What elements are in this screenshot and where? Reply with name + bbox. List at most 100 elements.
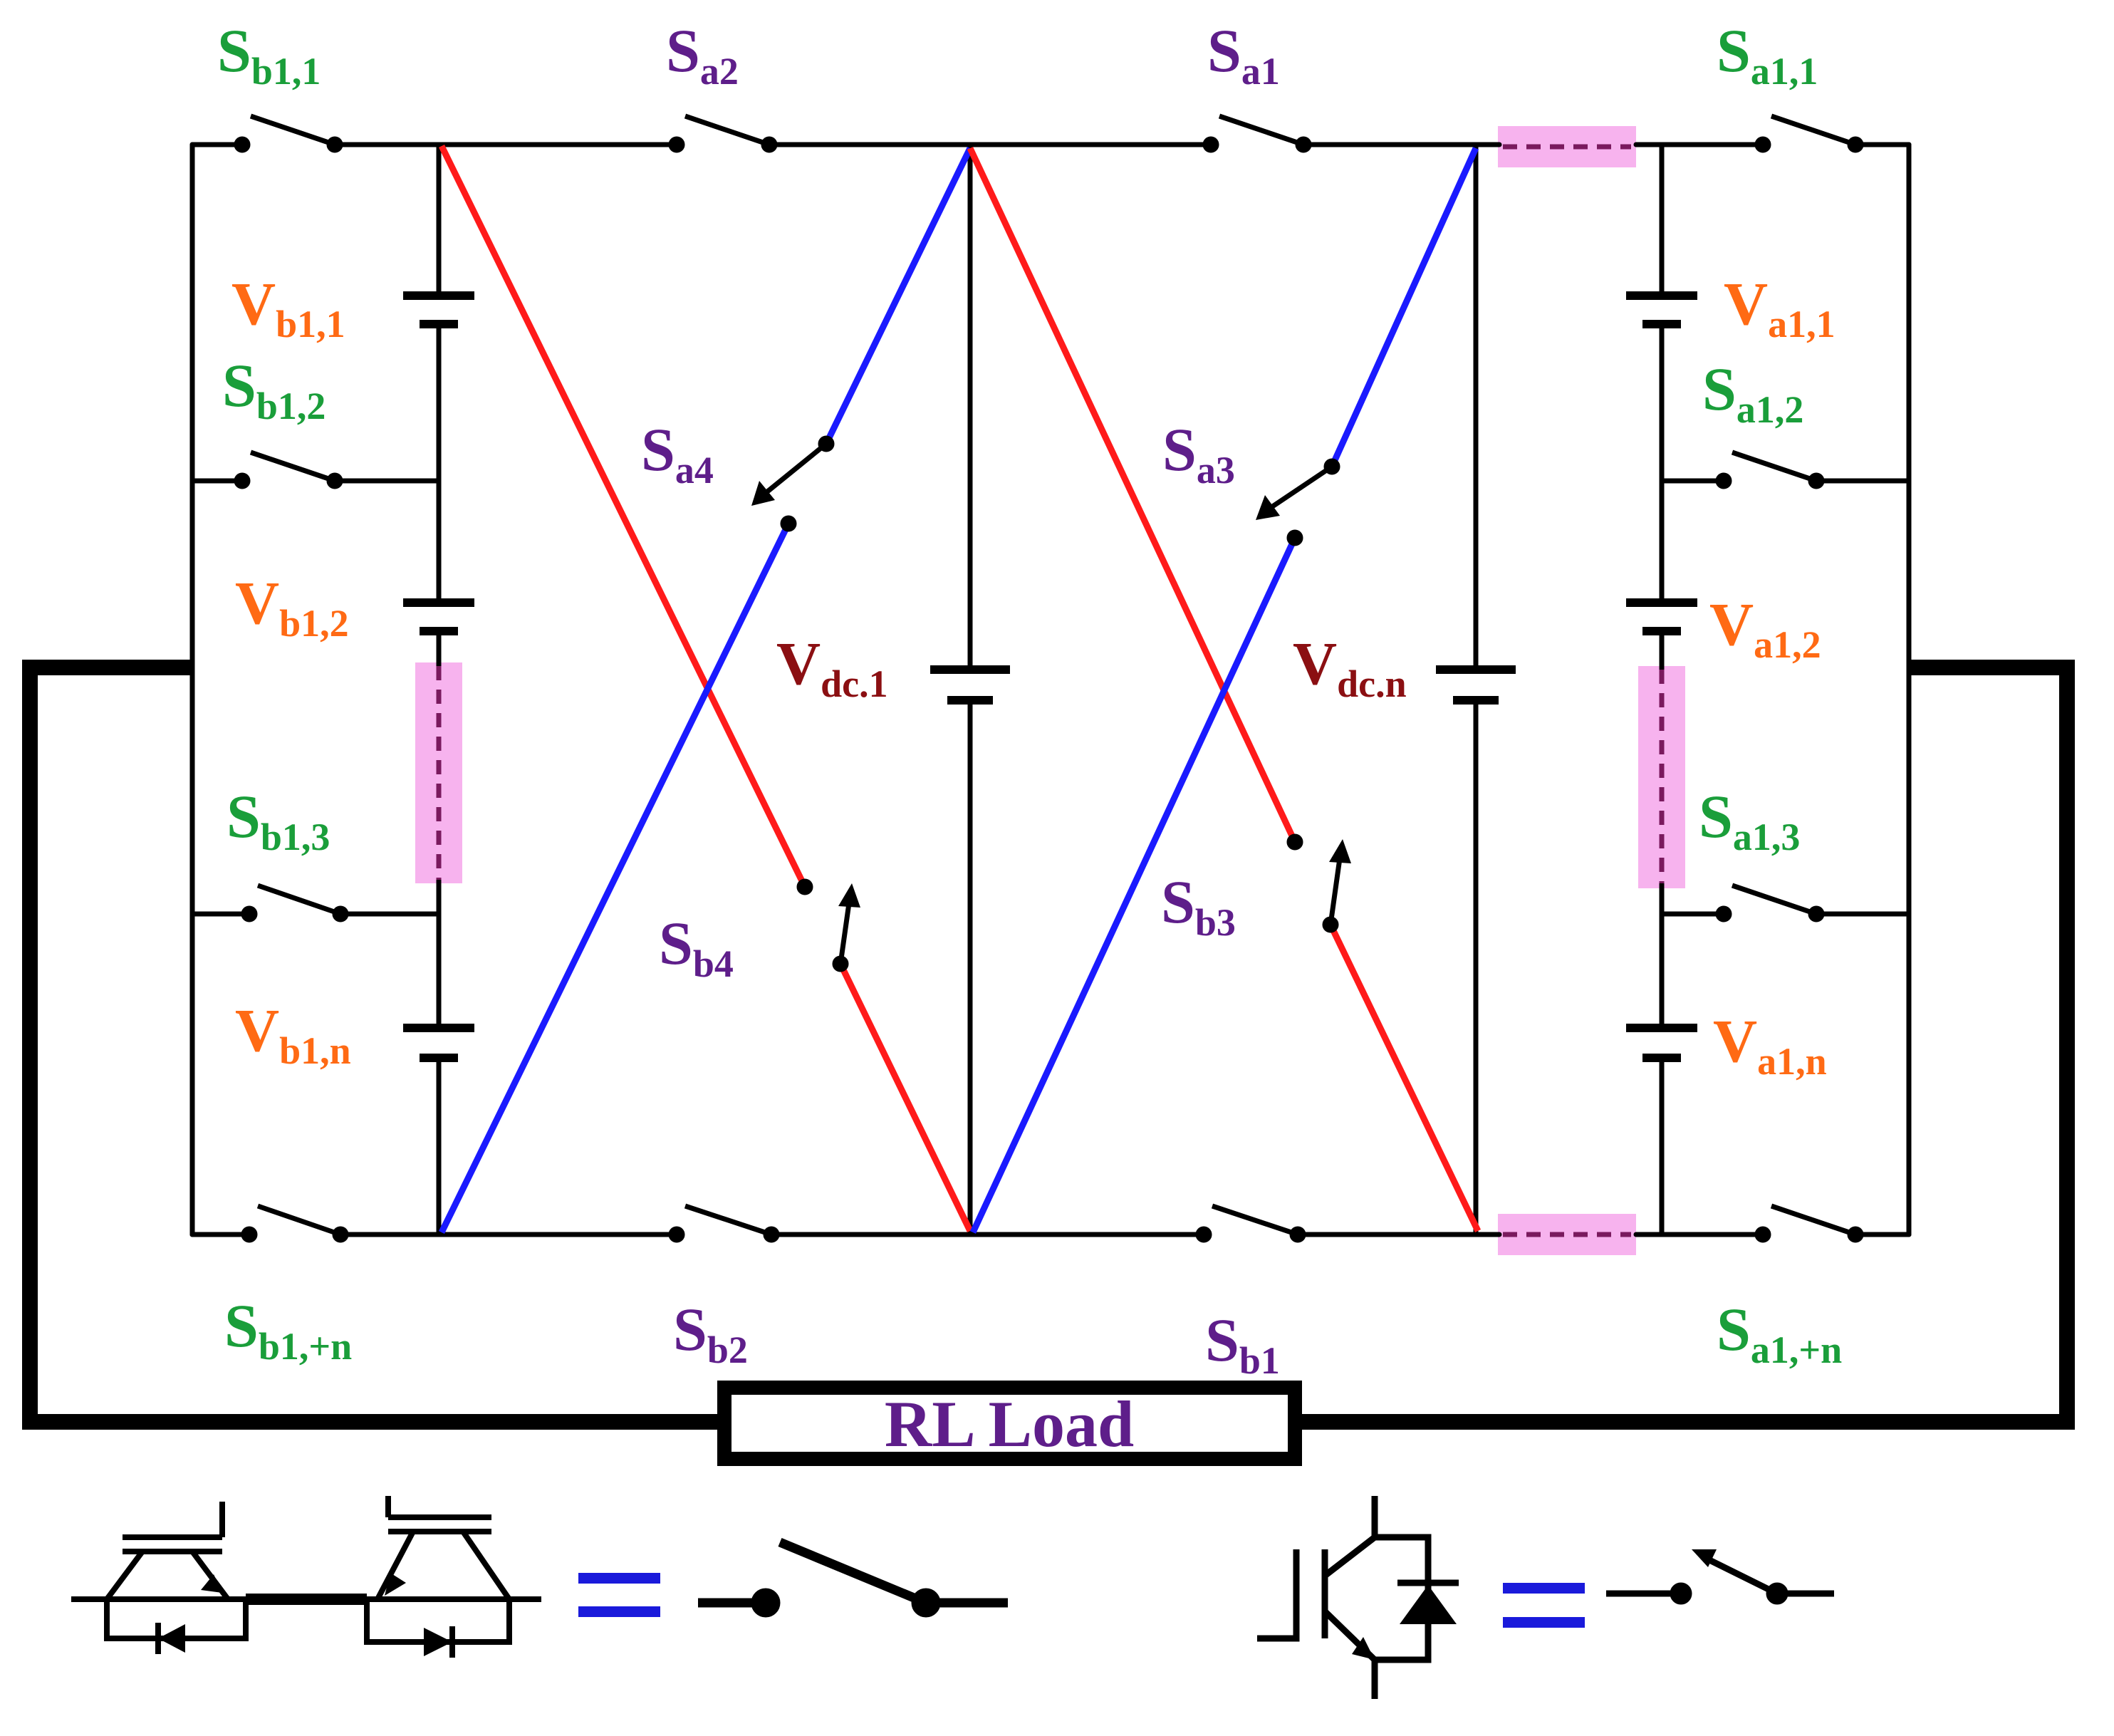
battery-symbols bbox=[403, 291, 1697, 1062]
legend-equals-2 bbox=[1503, 1583, 1585, 1628]
legend-equals-1 bbox=[578, 1573, 660, 1617]
labels: Sb1,1 Sa2 Sa1 Sa1,1 Vb1,1 Sb1,2 Va1,1 Sa… bbox=[217, 16, 1842, 1382]
svg-text:Vb1,1: Vb1,1 bbox=[231, 269, 345, 345]
label-sb11: S bbox=[217, 16, 251, 85]
switch-sa13 bbox=[1715, 883, 1825, 922]
blue-leg-left-upper bbox=[823, 147, 974, 445]
svg-text:Sb1,1: Sb1,1 bbox=[217, 16, 321, 93]
battery-vdc1 bbox=[930, 665, 1010, 674]
svg-text:Vb1,2: Vb1,2 bbox=[235, 568, 349, 645]
battery-vb1n bbox=[403, 1024, 474, 1032]
switch-sb2 bbox=[668, 1203, 780, 1243]
switches bbox=[234, 113, 1864, 1243]
label-sb13: S bbox=[226, 782, 261, 851]
highlight-top-right bbox=[1498, 126, 1636, 167]
label-sa1n: S bbox=[1717, 1295, 1751, 1363]
dc-sources bbox=[967, 145, 1479, 1235]
label-sb1n: S bbox=[224, 1291, 259, 1360]
svg-text:Vb1,n: Vb1,n bbox=[235, 996, 351, 1072]
svg-text:Sa1,3: Sa1,3 bbox=[1699, 782, 1800, 858]
svg-text:Vdc.1: Vdc.1 bbox=[776, 629, 888, 705]
svg-text:Va1,2: Va1,2 bbox=[1709, 590, 1821, 666]
label-va11: V bbox=[1724, 269, 1768, 338]
switch-sa1 bbox=[1202, 113, 1312, 153]
switch-sb1 bbox=[1195, 1203, 1306, 1243]
legend-switch-symbol-2 bbox=[1606, 1549, 1834, 1605]
switch-sa12 bbox=[1715, 449, 1825, 489]
legend-bidirectional-switch bbox=[71, 1496, 541, 1658]
svg-text:Va1,1: Va1,1 bbox=[1724, 269, 1836, 345]
switch-sb4 bbox=[796, 878, 860, 972]
label-vdc1: V bbox=[776, 629, 821, 697]
blue-leg-left-lower bbox=[438, 522, 792, 1234]
svg-text:Sb1,3: Sb1,3 bbox=[226, 782, 330, 858]
dotted-gaps bbox=[436, 144, 1665, 1237]
switch-sa4 bbox=[751, 435, 835, 532]
red-leg-right-lower bbox=[1327, 923, 1482, 1232]
switch-sb12 bbox=[234, 449, 343, 489]
switch-sa11 bbox=[1754, 113, 1864, 153]
battery-va12 bbox=[1626, 598, 1697, 607]
load-loop bbox=[22, 660, 2075, 1430]
battery-va1n bbox=[1626, 1024, 1697, 1032]
label-sb2: S bbox=[673, 1295, 707, 1363]
switch-sb13 bbox=[241, 883, 349, 922]
label-va1n: V bbox=[1713, 1007, 1757, 1075]
battery-vdcn bbox=[1436, 665, 1516, 674]
svg-text:Sa4: Sa4 bbox=[641, 415, 714, 492]
label-sa13: S bbox=[1699, 782, 1733, 851]
rl-load-label: RL Load bbox=[885, 1388, 1134, 1460]
battery-vb11 bbox=[403, 291, 474, 300]
switch-sb1n bbox=[241, 1203, 349, 1243]
red-leg-right-upper bbox=[967, 147, 1298, 843]
label-va12: V bbox=[1709, 590, 1754, 658]
red-leg-left-lower bbox=[837, 962, 974, 1232]
label-sb1: S bbox=[1205, 1306, 1239, 1374]
label-sb12: S bbox=[222, 351, 256, 420]
label-sa1: S bbox=[1207, 16, 1241, 85]
switch-sa2 bbox=[668, 113, 778, 153]
label-vdcn: V bbox=[1293, 629, 1337, 697]
bridge-legs bbox=[438, 145, 1482, 1234]
label-sa3: S bbox=[1162, 415, 1197, 484]
label-sb4: S bbox=[659, 909, 693, 977]
switch-sa3 bbox=[1256, 458, 1340, 546]
highlight-bottom-right bbox=[1498, 1214, 1636, 1255]
svg-text:Sb1,+n: Sb1,+n bbox=[224, 1291, 352, 1368]
label-vb12: V bbox=[235, 568, 279, 637]
switch-sb3 bbox=[1286, 833, 1351, 933]
legend-switch-symbol-1 bbox=[698, 1537, 1008, 1618]
legend-igbt bbox=[1257, 1496, 1459, 1699]
rl-load-box bbox=[717, 1381, 1302, 1466]
svg-text:Sa1: Sa1 bbox=[1207, 16, 1280, 93]
switch-sa1n bbox=[1754, 1203, 1864, 1243]
svg-text:Sb1: Sb1 bbox=[1205, 1306, 1280, 1382]
label-sa12: S bbox=[1702, 355, 1736, 423]
svg-text:Sb4: Sb4 bbox=[659, 909, 734, 985]
label-sa2: S bbox=[666, 16, 700, 85]
bridge-switches bbox=[751, 435, 1351, 972]
svg-text:Sb2: Sb2 bbox=[673, 1295, 748, 1371]
label-sa11: S bbox=[1717, 16, 1751, 85]
svg-text:Sb3: Sb3 bbox=[1161, 868, 1236, 944]
switch-sb11 bbox=[234, 113, 343, 153]
highlights bbox=[415, 126, 1685, 1255]
wiring bbox=[189, 142, 1912, 1237]
red-leg-left-upper bbox=[438, 145, 808, 888]
svg-text:Sa1,2: Sa1,2 bbox=[1702, 355, 1803, 431]
svg-text:Vdc.n: Vdc.n bbox=[1293, 629, 1407, 705]
blue-leg-right-upper bbox=[1328, 147, 1479, 468]
svg-text:Sa1,+n: Sa1,+n bbox=[1717, 1295, 1842, 1371]
svg-text:Va1,n: Va1,n bbox=[1713, 1007, 1827, 1083]
battery-vb12 bbox=[403, 598, 474, 607]
label-sb3: S bbox=[1161, 868, 1195, 936]
svg-text:Sa1,1: Sa1,1 bbox=[1717, 16, 1818, 93]
battery-va11 bbox=[1626, 291, 1697, 300]
label-vb1n: V bbox=[235, 996, 279, 1064]
svg-text:Sb1,2: Sb1,2 bbox=[222, 351, 326, 427]
label-vb11: V bbox=[231, 269, 276, 338]
label-sa4: S bbox=[641, 415, 675, 484]
svg-text:Sa2: Sa2 bbox=[666, 16, 739, 93]
blue-leg-right-lower bbox=[969, 536, 1298, 1234]
